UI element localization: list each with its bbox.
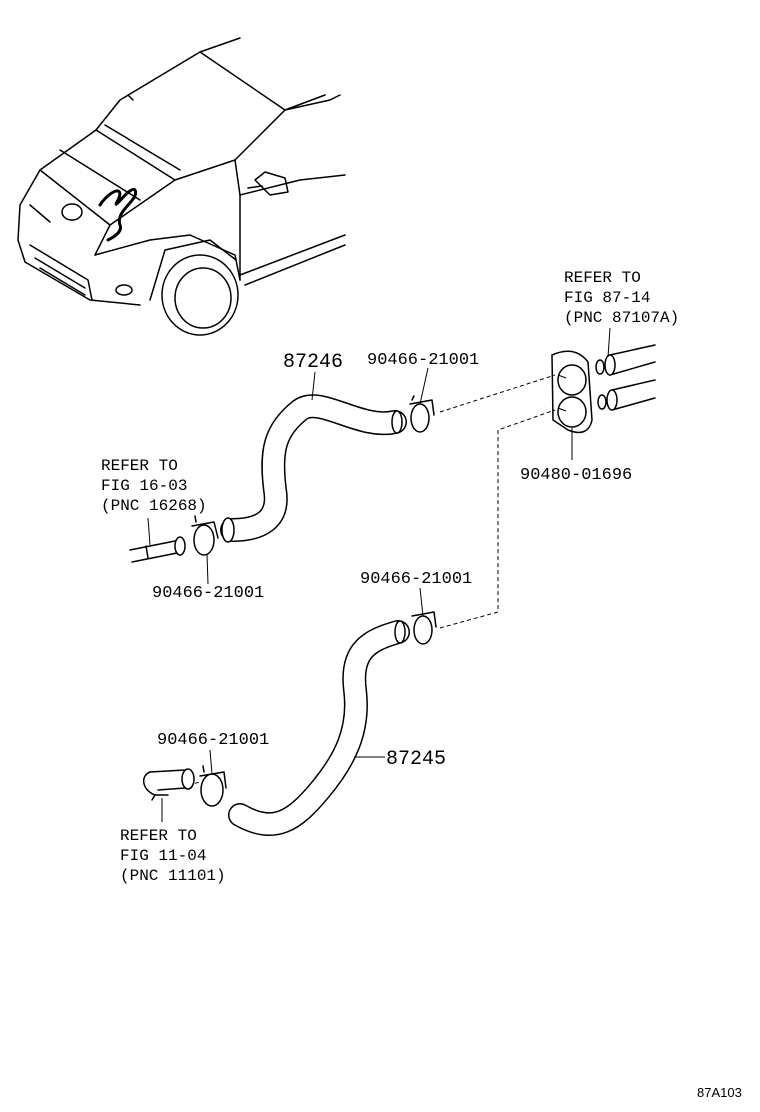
pipe-bottom-left: [143, 768, 195, 801]
leader-87246: [311, 371, 316, 401]
label-clamp-lower-right: 90466-21001: [360, 570, 472, 589]
label-87245: 87245: [386, 748, 446, 771]
clamp-lower-right: [411, 611, 437, 645]
ref-middle-left-line1: REFER TO: [101, 457, 178, 475]
label-clamp-lower-left: 90466-21001: [157, 731, 269, 750]
leader-clamp-upper-right: [419, 367, 429, 405]
grommet-part: [551, 350, 593, 434]
label-87246: 87246: [283, 351, 343, 374]
leader-ref-middle-left: [147, 517, 151, 546]
leader-clamp-lower-right: [419, 587, 424, 617]
leader-clamp-upper-left: [206, 553, 209, 585]
pipes-right: [595, 344, 656, 411]
ref-bottom-left-line2: FIG 11-04: [120, 847, 206, 865]
car-illustration: [17, 37, 346, 336]
ref-upper-right-line2: FIG 87-14: [564, 289, 650, 307]
hose-87245: [228, 620, 410, 836]
figure-code: 87A103: [697, 1085, 742, 1100]
ref-bottom-left-line1: REFER TO: [120, 827, 197, 845]
ref-upper-right-line1: REFER TO: [564, 269, 641, 287]
clamp-lower-left: [199, 765, 227, 807]
ref-middle-left-line3: (PNC 16268): [101, 497, 207, 515]
label-grommet: 90480-01696: [520, 466, 632, 485]
clamp-upper-right: [409, 395, 435, 433]
ref-upper-right-line3: (PNC 87107A): [564, 309, 679, 327]
leader-ref-upper-right: [607, 327, 611, 358]
guide-line-upper: [439, 374, 556, 413]
hose-87246: [220, 394, 407, 543]
ref-middle-left-line2: FIG 16-03: [101, 477, 187, 495]
guide-line-lower: [439, 409, 556, 629]
label-clamp-upper-right: 90466-21001: [367, 351, 479, 370]
label-clamp-upper-left: 90466-21001: [152, 584, 264, 603]
leader-clamp-lower-left: [209, 749, 213, 775]
ref-bottom-left-line3: (PNC 11101): [120, 867, 226, 885]
pipe-middle-left: [129, 536, 186, 563]
clamp-upper-left: [191, 515, 219, 556]
